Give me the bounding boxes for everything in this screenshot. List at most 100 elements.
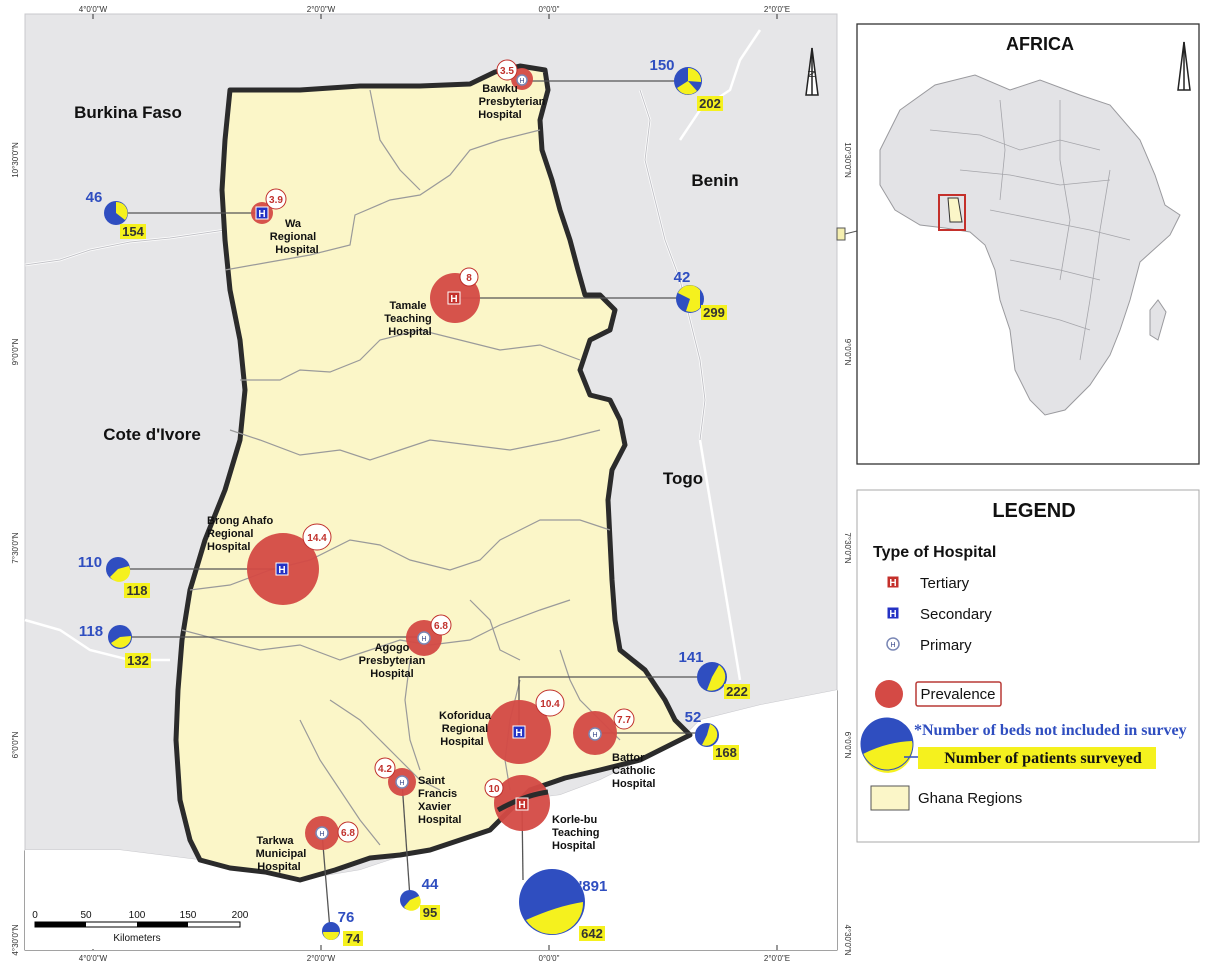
legend-tertiary: H Tertiary: [886, 575, 970, 592]
survey-pie-bawku: [674, 67, 702, 95]
svg-text:Primary: Primary: [920, 637, 972, 654]
legend-prevalence: Prevalence: [875, 680, 1002, 708]
svg-text:H: H: [258, 209, 265, 220]
grid-label-bottom-2w: 2°0'0"W: [307, 954, 336, 963]
svg-text:H: H: [890, 642, 895, 649]
survey-pie-koforidua: [697, 662, 727, 692]
secondary-hospital-icon: H: [512, 725, 526, 739]
grid-label-top-4w: 4°0'0"W: [79, 5, 108, 14]
beds-label-brong: 110: [78, 554, 102, 571]
prevalence-badge-tarkwa: 6.8: [337, 821, 359, 843]
secondary-hospital-icon: H: [275, 562, 289, 576]
primary-hospital-icon: H: [315, 826, 329, 840]
grid-label-right-730: 7°30'0"N: [843, 532, 852, 563]
beds-label-tamale: 42: [674, 269, 691, 286]
beds-label-battor: 52: [685, 709, 702, 726]
patients-label-wa: 154: [122, 224, 144, 239]
prevalence-badge-wa: 3.9: [265, 188, 287, 210]
beds-label-agogo: 118: [79, 623, 103, 640]
svg-text:6.8: 6.8: [434, 621, 448, 632]
grid-label-bottom-2e: 2°0'0"E: [764, 954, 790, 963]
svg-text:H: H: [421, 636, 426, 643]
svg-text:H: H: [518, 800, 525, 811]
svg-text:3.5: 3.5: [500, 66, 514, 77]
region-borders: [181, 89, 621, 846]
grid-label-right-1030: 10°30'0"N: [843, 142, 852, 178]
scale-tick-200: 200: [232, 910, 249, 921]
scale-tick-50: 50: [80, 910, 92, 921]
graticule: 4°0'0"W 2°0'0"W 0°0'0" 2°0'0"E 4°0'0"W 2…: [11, 5, 852, 963]
svg-text:7.7: 7.7: [617, 715, 631, 726]
hospital-markers: H H H H H H H H H H: [255, 74, 602, 840]
prevalence-labels: 3.5 3.9 8 14.4 6.8 10.4 7.7 4.2 10 6.8: [265, 59, 635, 843]
scale-tick-100: 100: [129, 910, 146, 921]
primary-hospital-icon: H: [417, 631, 431, 645]
svg-text:H: H: [319, 831, 324, 838]
grid-label-left-730: 7°30'0"N: [11, 532, 20, 563]
prevalence-badge-agogo: 6.8: [430, 614, 452, 636]
africa-inset: AFRICA: [856, 23, 1200, 465]
primary-hospital-icon: H: [516, 74, 528, 86]
patients-label-koforidua: 222: [726, 684, 748, 699]
survey-pie-agogo: [108, 625, 132, 649]
beds-labels: 150 46 42 110 118 141 52 44 '891 76: [78, 57, 704, 926]
survey-pie-swatch: [860, 717, 914, 773]
country-label-burkina: Burkina Faso: [74, 103, 182, 122]
grid-label-top-0: 0°0'0": [539, 5, 560, 14]
legend-beds-note: *Number of beds not included in survey: [914, 722, 1187, 739]
survey-pie-brong: [106, 557, 131, 582]
patients-label-battor: 168: [715, 745, 737, 760]
survey-pie-korle: [519, 869, 585, 935]
beds-label-bawku: 150: [649, 57, 674, 74]
beds-label-koforidua: 141: [678, 649, 703, 666]
patient-labels: 202 154 299 118 132 222 168 95 642 74: [120, 96, 750, 946]
prevalence-badge-bawku: 3.5: [496, 59, 518, 81]
ghana-locator-box: [938, 194, 966, 231]
country-label-ivoire: Cote d'Ivore: [103, 425, 201, 444]
svg-text:10.4: 10.4: [540, 699, 560, 710]
secondary-hospital-icon: H: [255, 206, 269, 220]
svg-text:H: H: [592, 732, 597, 739]
survey-pie-saint: [400, 890, 421, 911]
legend-title: LEGEND: [992, 500, 1075, 522]
primary-hospital-icon: H: [886, 637, 900, 651]
legend-primary: H Primary: [886, 637, 972, 654]
beds-label-saint: 44: [422, 876, 439, 893]
svg-text:H: H: [889, 609, 896, 620]
legend-secondary: H Secondary: [886, 606, 992, 623]
survey-pie-battor: [695, 723, 719, 747]
svg-text:H: H: [889, 578, 896, 589]
legend-survey: *Number of beds not included in survey N…: [860, 717, 1187, 773]
main-map: 4°0'0"W 2°0'0"W 0°0'0" 2°0'0"E 4°0'0"W 2…: [11, 5, 852, 963]
legend: LEGEND Type of Hospital H Tertiary H Sec…: [856, 489, 1200, 843]
scale-bar: 0 50 100 150 200 Kilometers: [28, 905, 249, 949]
svg-text:8: 8: [466, 273, 472, 284]
svg-text:Secondary: Secondary: [920, 606, 992, 623]
primary-hospital-icon: H: [395, 775, 409, 789]
scale-tick-150: 150: [180, 910, 197, 921]
grid-label-right-430: 4°30'0"N: [843, 924, 852, 955]
svg-text:4.2: 4.2: [378, 764, 392, 775]
prevalence-badge-korle: 10: [484, 778, 504, 798]
svg-text:H: H: [278, 565, 285, 576]
grid-label-left-9: 9°0'0"N: [11, 338, 20, 365]
prevalence-badge-koforidua: 10.4: [535, 689, 565, 717]
svg-text:6.8: 6.8: [341, 828, 355, 839]
patients-label-saint: 95: [423, 905, 437, 920]
svg-text:Ghana Regions: Ghana Regions: [918, 790, 1022, 807]
svg-text:14.4: 14.4: [307, 533, 327, 544]
svg-text:H: H: [519, 78, 524, 85]
grid-label-right-6: 6°0'0"N: [843, 732, 852, 759]
prevalence-badge-battor: 7.7: [613, 708, 635, 730]
country-label-benin: Benin: [691, 171, 738, 190]
patients-label-bawku: 202: [699, 96, 721, 111]
survey-pie-tamale: [676, 285, 704, 313]
legend-type-heading: Type of Hospital: [873, 544, 996, 561]
